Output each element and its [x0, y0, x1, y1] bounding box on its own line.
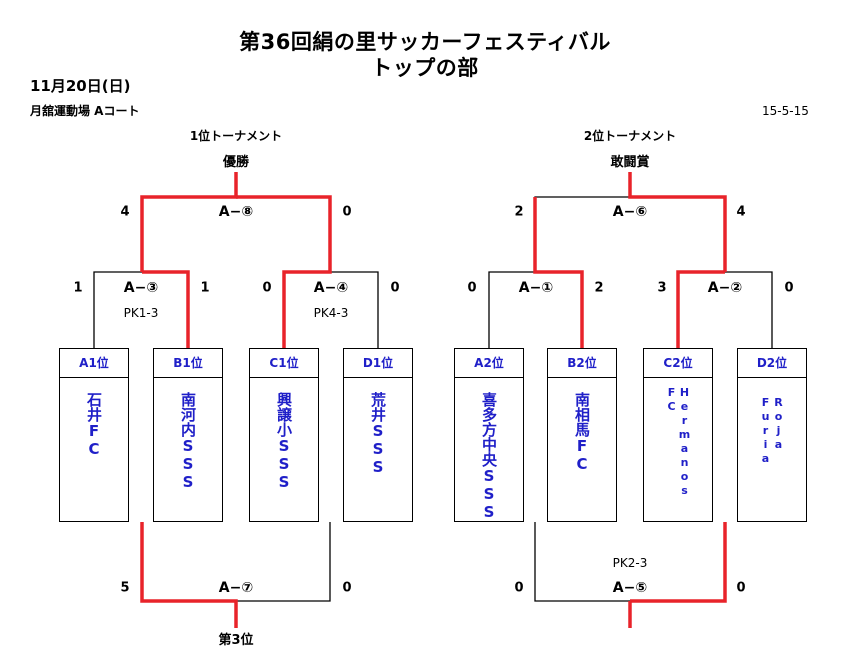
page-subtitle: トップの部 [371, 56, 479, 80]
r-final-score-right: 4 [736, 204, 746, 220]
r-bottom-score-right: 0 [736, 580, 746, 596]
team-name: 南相馬FC [573, 392, 591, 473]
win-l-third [140, 522, 238, 628]
team-box-b2: B2位 南相馬FC [547, 348, 617, 522]
r-semi1-match: A−① [515, 280, 557, 296]
win-r-top [628, 172, 727, 272]
win-r-bottom [630, 522, 727, 603]
team-box-a1: A1位 石井FC [59, 348, 129, 522]
team-name: 石井FC [85, 392, 103, 458]
win-r-semi2 [676, 270, 725, 348]
r-final-score-left: 2 [514, 204, 524, 220]
r-bottom-score-left: 0 [514, 580, 524, 596]
right-section-label: 2位トーナメント [583, 129, 677, 143]
team-rank: C1位 [250, 349, 318, 378]
team-rank: C2位 [644, 349, 712, 378]
right-top-label: 敢闘賞 [610, 155, 650, 170]
r-semi2-score-right: 0 [784, 280, 794, 296]
team-rank: D2位 [738, 349, 806, 378]
r-bottom-match: A−⑤ [609, 580, 651, 596]
l-semi1-score-right: 1 [200, 280, 210, 296]
l-semi2-pk: PK4-3 [313, 306, 349, 320]
left-bottom-label: 第3位 [218, 633, 254, 648]
page-title: 第36回絹の里サッカーフェスティバル [239, 30, 611, 54]
r-semi2-match: A−② [704, 280, 746, 296]
team-box-d2: D2位 Roja Furia [737, 348, 807, 522]
l-final-match: A−⑧ [215, 204, 257, 220]
win-l-semi2 [236, 195, 332, 348]
team-box-b1: B1位 南河内SSS [153, 348, 223, 522]
team-box-d1: D1位 荒井SSS [343, 348, 413, 522]
team-rank: A1位 [60, 349, 128, 378]
l-semi2-score-right: 0 [390, 280, 400, 296]
left-top-label: 優勝 [222, 155, 250, 170]
team-rank: B1位 [154, 349, 222, 378]
r-semi1-score-right: 2 [594, 280, 604, 296]
l-semi2-match: A−④ [310, 280, 352, 296]
r-semi2-score-left: 3 [657, 280, 667, 296]
team-box-a2: A2位 喜多方中央SSS [454, 348, 524, 522]
l-semi1-score-left: 1 [73, 280, 83, 296]
r-bottom-pk: PK2-3 [612, 556, 648, 570]
team-name: 喜多方中央SSS [480, 392, 498, 521]
win-l-semi1 [142, 270, 190, 348]
l-third-score-right: 0 [342, 580, 352, 596]
l-semi1-match: A−③ [120, 280, 162, 296]
team-name: Roja Furia [759, 396, 785, 466]
event-date: 11月20日(日) [30, 77, 131, 95]
l-third-match: A−⑦ [215, 580, 257, 596]
team-box-c2: C2位 Hermanos FC [643, 348, 713, 522]
team-name: 南河内SSS [179, 392, 197, 491]
l-third-score-left: 5 [120, 580, 130, 596]
l-final-score-left: 4 [120, 204, 130, 220]
l-final-score-right: 0 [342, 204, 352, 220]
team-rank: B2位 [548, 349, 616, 378]
r-final-match: A−⑥ [609, 204, 651, 220]
team-rank: A2位 [455, 349, 523, 378]
team-box-c1: C1位 興譲小SSS [249, 348, 319, 522]
left-section-label: 1位トーナメント [189, 129, 283, 143]
l-semi1-pk: PK1-3 [123, 306, 159, 320]
team-name: 興譲小SSS [275, 392, 293, 491]
venue-label: 月舘運動場 Aコート [30, 104, 140, 118]
win-r-semi1 [533, 197, 584, 348]
team-name: Hermanos FC [665, 386, 691, 498]
r-semi1-score-left: 0 [467, 280, 477, 296]
team-name: 荒井SSS [369, 392, 387, 476]
l-semi2-score-left: 0 [262, 280, 272, 296]
team-rank: D1位 [344, 349, 412, 378]
win-l-top [140, 172, 238, 272]
doc-id: 15-5-15 [762, 104, 809, 118]
